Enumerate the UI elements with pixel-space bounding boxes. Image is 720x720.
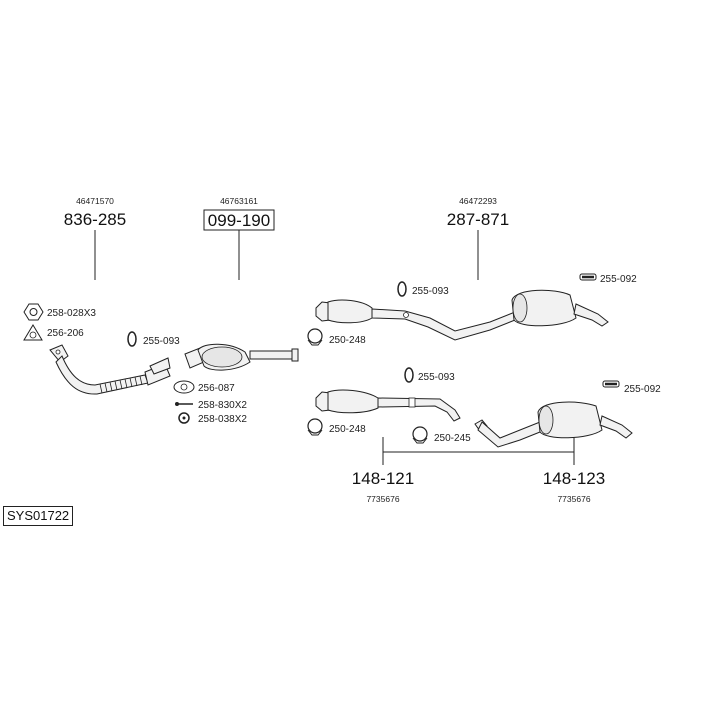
system-code-label: SYS01722 <box>3 506 74 526</box>
svg-text:255-093: 255-093 <box>143 336 180 347</box>
part-number-rear-silencer[interactable]: 148-123 <box>543 469 605 488</box>
svg-text:250-245: 250-245 <box>434 433 471 444</box>
svg-text:250-248: 250-248 <box>329 335 366 346</box>
oem-number-rear-system: 46472293 <box>459 196 497 206</box>
clamp-icon <box>307 328 323 344</box>
accessory-255-093-top[interactable]: 255-093 <box>397 281 449 297</box>
oem-number-catalyst: 46763161 <box>220 196 258 206</box>
svg-text:255-092: 255-092 <box>624 384 661 395</box>
svg-text:258-038X2: 258-038X2 <box>198 414 247 425</box>
part-number-catalyst[interactable]: 099-190 <box>208 211 270 230</box>
accessory-250-248-bottom[interactable]: 250-248 <box>307 418 366 436</box>
middle-section-drawing[interactable] <box>315 389 461 422</box>
accessory-258-038x2[interactable]: 258-038X2 <box>178 412 247 425</box>
accessory-250-245[interactable]: 250-245 <box>412 426 471 444</box>
svg-text:255-093: 255-093 <box>418 372 455 383</box>
accessory-256-087[interactable]: 256-087 <box>173 380 235 394</box>
svg-text:255-092: 255-092 <box>600 274 637 285</box>
clamp-icon <box>307 418 323 434</box>
accessory-255-093-front[interactable]: 255-093 <box>127 331 180 347</box>
oem-number-front-pipe: 46471570 <box>76 196 114 206</box>
oem-number-rear-silencer: 7735676 <box>557 494 590 504</box>
accessory-255-092-bottom[interactable]: 255-092 <box>602 380 661 395</box>
accessory-256-206[interactable]: 256-206 <box>23 324 84 341</box>
rubber-mount-icon <box>127 331 137 347</box>
accessory-255-093-middle[interactable]: 255-093 <box>404 367 455 383</box>
svg-text:258-028X3: 258-028X3 <box>47 308 96 319</box>
part-number-rear-system[interactable]: 287-871 <box>447 210 509 229</box>
accessory-258-830x2[interactable]: 258-830X2 <box>175 400 247 411</box>
clamp-icon <box>412 426 428 442</box>
svg-text:256-206: 256-206 <box>47 328 84 339</box>
svg-text:256-087: 256-087 <box>198 383 235 394</box>
rear-system-top-drawing[interactable] <box>315 289 609 341</box>
svg-text:250-248: 250-248 <box>329 424 366 435</box>
part-number-front-pipe[interactable]: 836-285 <box>64 210 126 229</box>
svg-text:258-830X2: 258-830X2 <box>198 400 247 411</box>
svg-text:255-093: 255-093 <box>412 286 449 297</box>
front-pipe-drawing[interactable] <box>49 344 171 395</box>
accessory-255-092-top[interactable]: 255-092 <box>579 273 637 285</box>
catalytic-converter-drawing[interactable] <box>184 343 299 371</box>
oem-number-middle-section: 7735676 <box>366 494 399 504</box>
accessory-250-248-top[interactable]: 250-248 <box>307 328 366 346</box>
part-number-middle-section[interactable]: 148-121 <box>352 469 414 488</box>
rear-silencer-drawing[interactable] <box>474 401 633 448</box>
accessory-258-028x3[interactable]: 258-028X3 <box>23 303 96 321</box>
rubber-mount-icon <box>404 367 414 383</box>
rubber-mount-icon <box>397 281 407 297</box>
